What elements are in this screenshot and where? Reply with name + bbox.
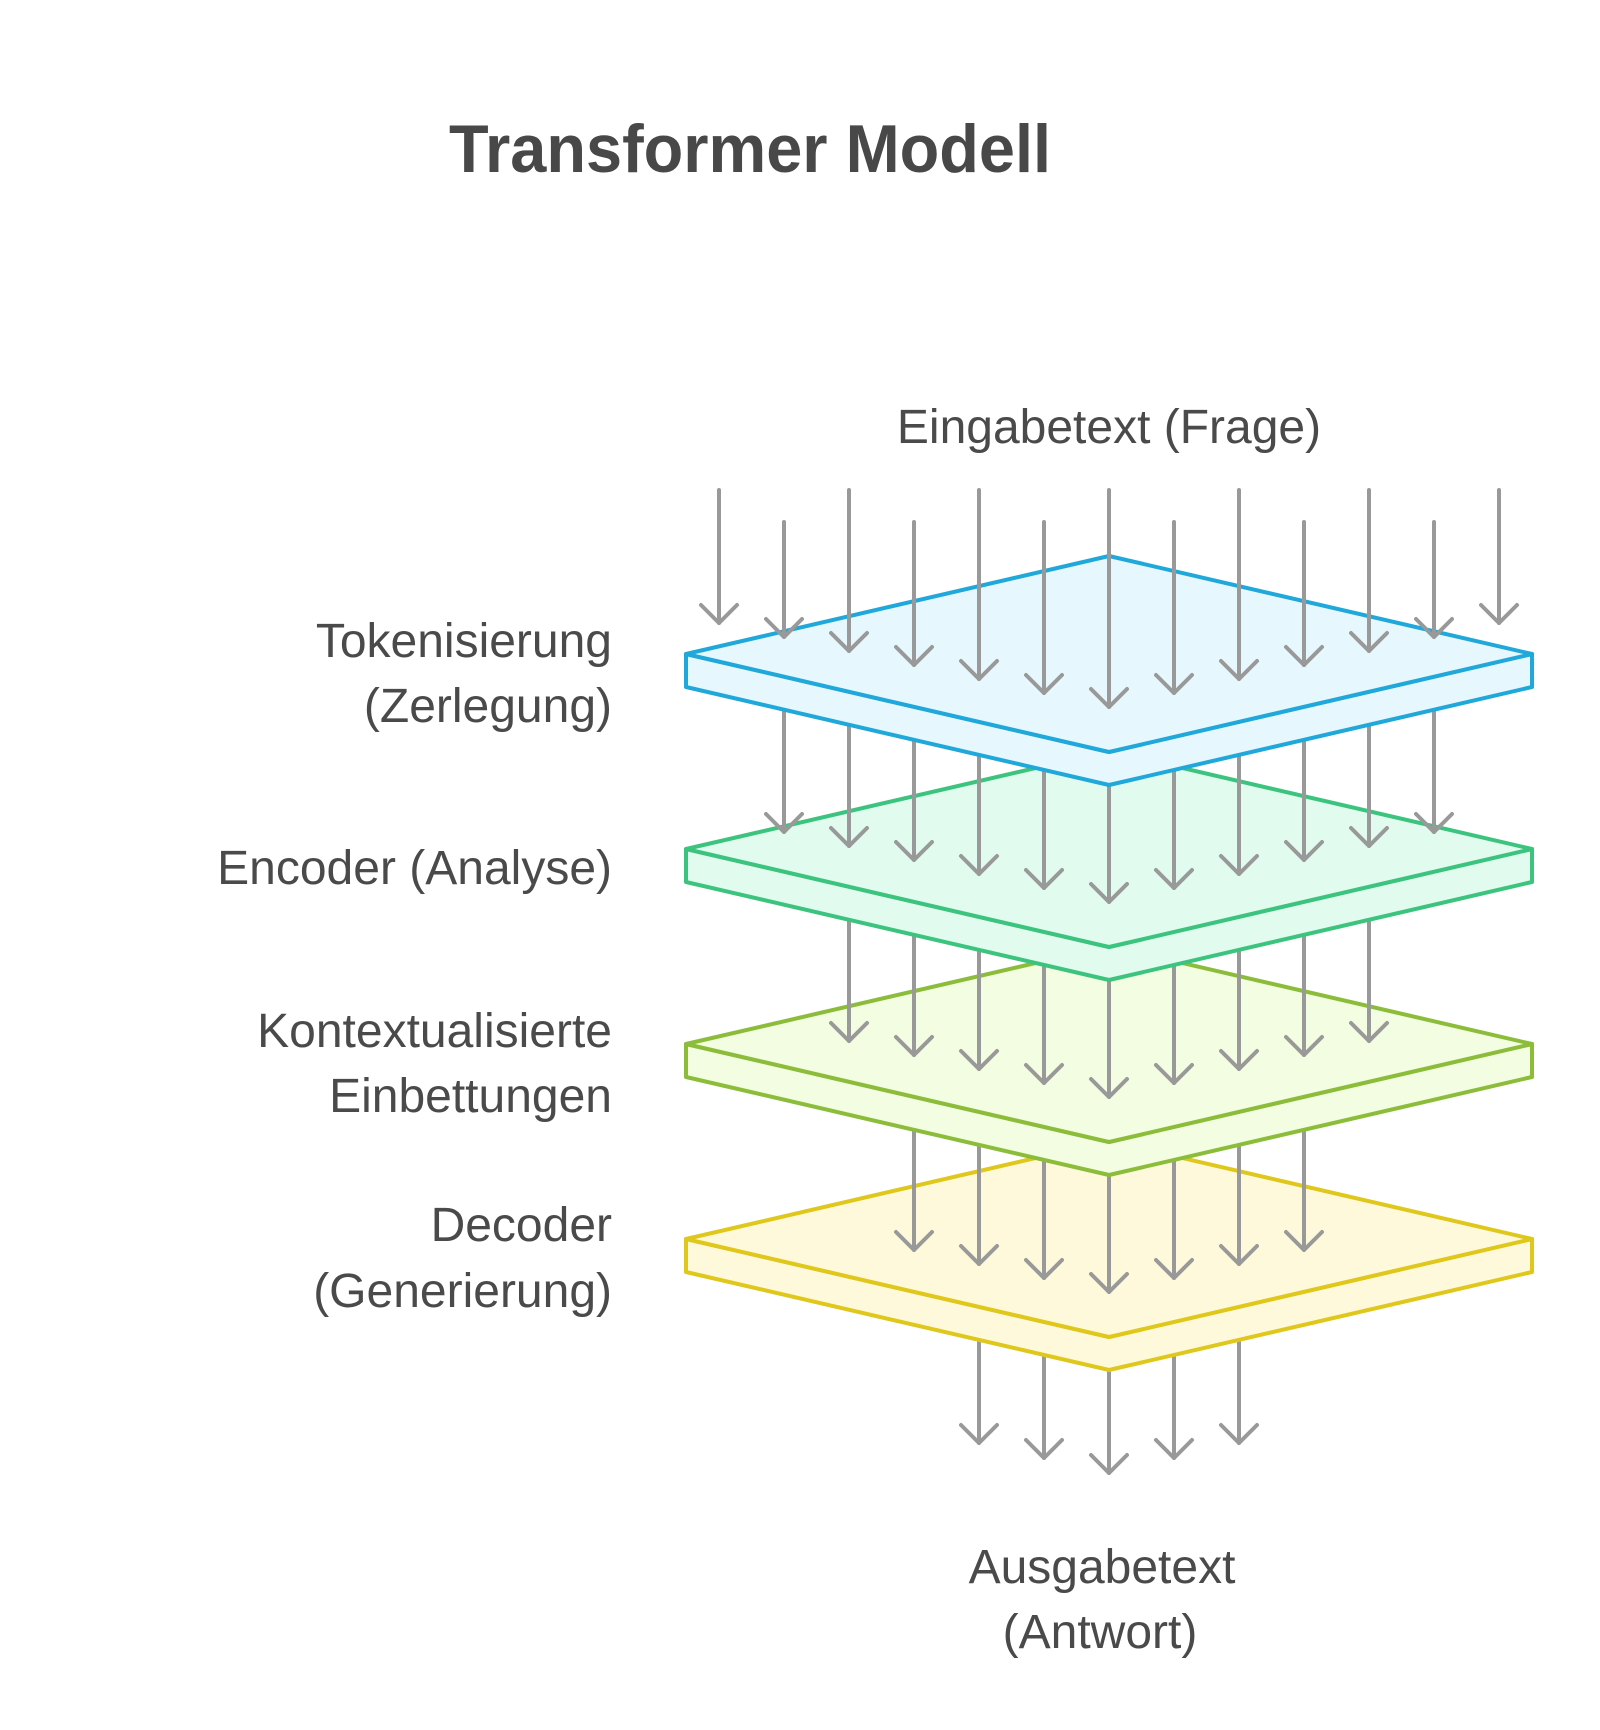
arrow-down-icon bbox=[894, 520, 934, 667]
input-label: Eingabetext (Frage) bbox=[897, 401, 1321, 454]
arrows-into-tokenization bbox=[699, 488, 1519, 709]
label-line: Encoder (Analyse) bbox=[217, 842, 612, 895]
arrow-down-icon bbox=[1349, 488, 1389, 653]
diagram-title: Transformer Modell bbox=[449, 111, 1051, 187]
label-line: Decoder bbox=[431, 1199, 612, 1252]
arrow-down-icon bbox=[1089, 488, 1129, 709]
layer-label-contextualized-embeddings: Kontextualisierte Einbettungen bbox=[257, 1005, 612, 1123]
arrow-down-icon bbox=[959, 1335, 999, 1445]
layer-label-decoder: Decoder (Generierung) bbox=[313, 1199, 612, 1318]
label-line: Kontextualisierte bbox=[257, 1005, 612, 1058]
layer-stack bbox=[684, 488, 1534, 1475]
label-line: (Generierung) bbox=[313, 1265, 612, 1318]
arrow-down-icon bbox=[959, 488, 999, 681]
arrow-down-icon bbox=[699, 488, 739, 625]
output-label: Ausgabetext (Antwort) bbox=[969, 1541, 1236, 1659]
label-line: Ausgabetext bbox=[969, 1541, 1236, 1594]
arrow-down-icon bbox=[1479, 488, 1519, 625]
arrow-down-icon bbox=[1024, 520, 1064, 695]
label-line: Tokenisierung bbox=[316, 615, 612, 668]
label-line: (Antwort) bbox=[1003, 1606, 1198, 1659]
arrow-down-icon bbox=[829, 488, 869, 653]
arrow-down-icon bbox=[1154, 520, 1194, 695]
arrow-down-icon bbox=[1024, 1335, 1064, 1460]
arrow-down-icon bbox=[1284, 520, 1324, 667]
arrow-down-icon bbox=[1414, 520, 1454, 639]
arrow-down-icon bbox=[764, 520, 804, 639]
label-line: (Zerlegung) bbox=[364, 680, 612, 733]
layer-label-encoder: Encoder (Analyse) bbox=[217, 842, 612, 895]
layer-label-tokenization: Tokenisierung (Zerlegung) bbox=[316, 615, 612, 733]
arrow-down-icon bbox=[1219, 1335, 1259, 1445]
arrow-down-icon bbox=[1154, 1335, 1194, 1460]
label-line: Einbettungen bbox=[329, 1070, 612, 1123]
arrow-down-icon bbox=[1219, 488, 1259, 681]
